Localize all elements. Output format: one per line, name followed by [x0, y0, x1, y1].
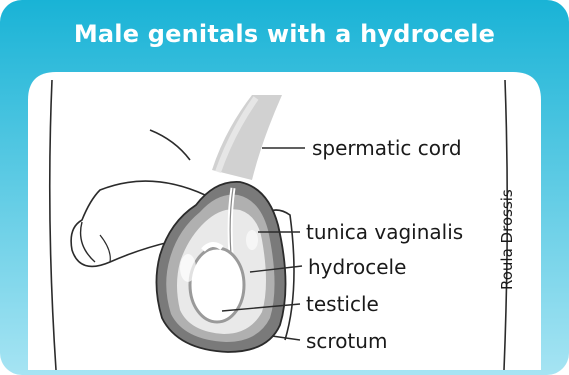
label-scrotum: scrotum: [306, 331, 387, 351]
label-hydrocele: hydrocele: [308, 257, 406, 277]
groin-line: [150, 130, 190, 160]
label-testicle: testicle: [306, 294, 379, 314]
label-tunica-vaginalis: tunica vaginalis: [306, 222, 463, 242]
label-spermatic-cord: spermatic cord: [312, 138, 462, 158]
left-thigh-outline: [50, 80, 56, 370]
illustrator-credit: Roula Drossis: [500, 200, 520, 290]
testicle-shape: [190, 248, 244, 322]
